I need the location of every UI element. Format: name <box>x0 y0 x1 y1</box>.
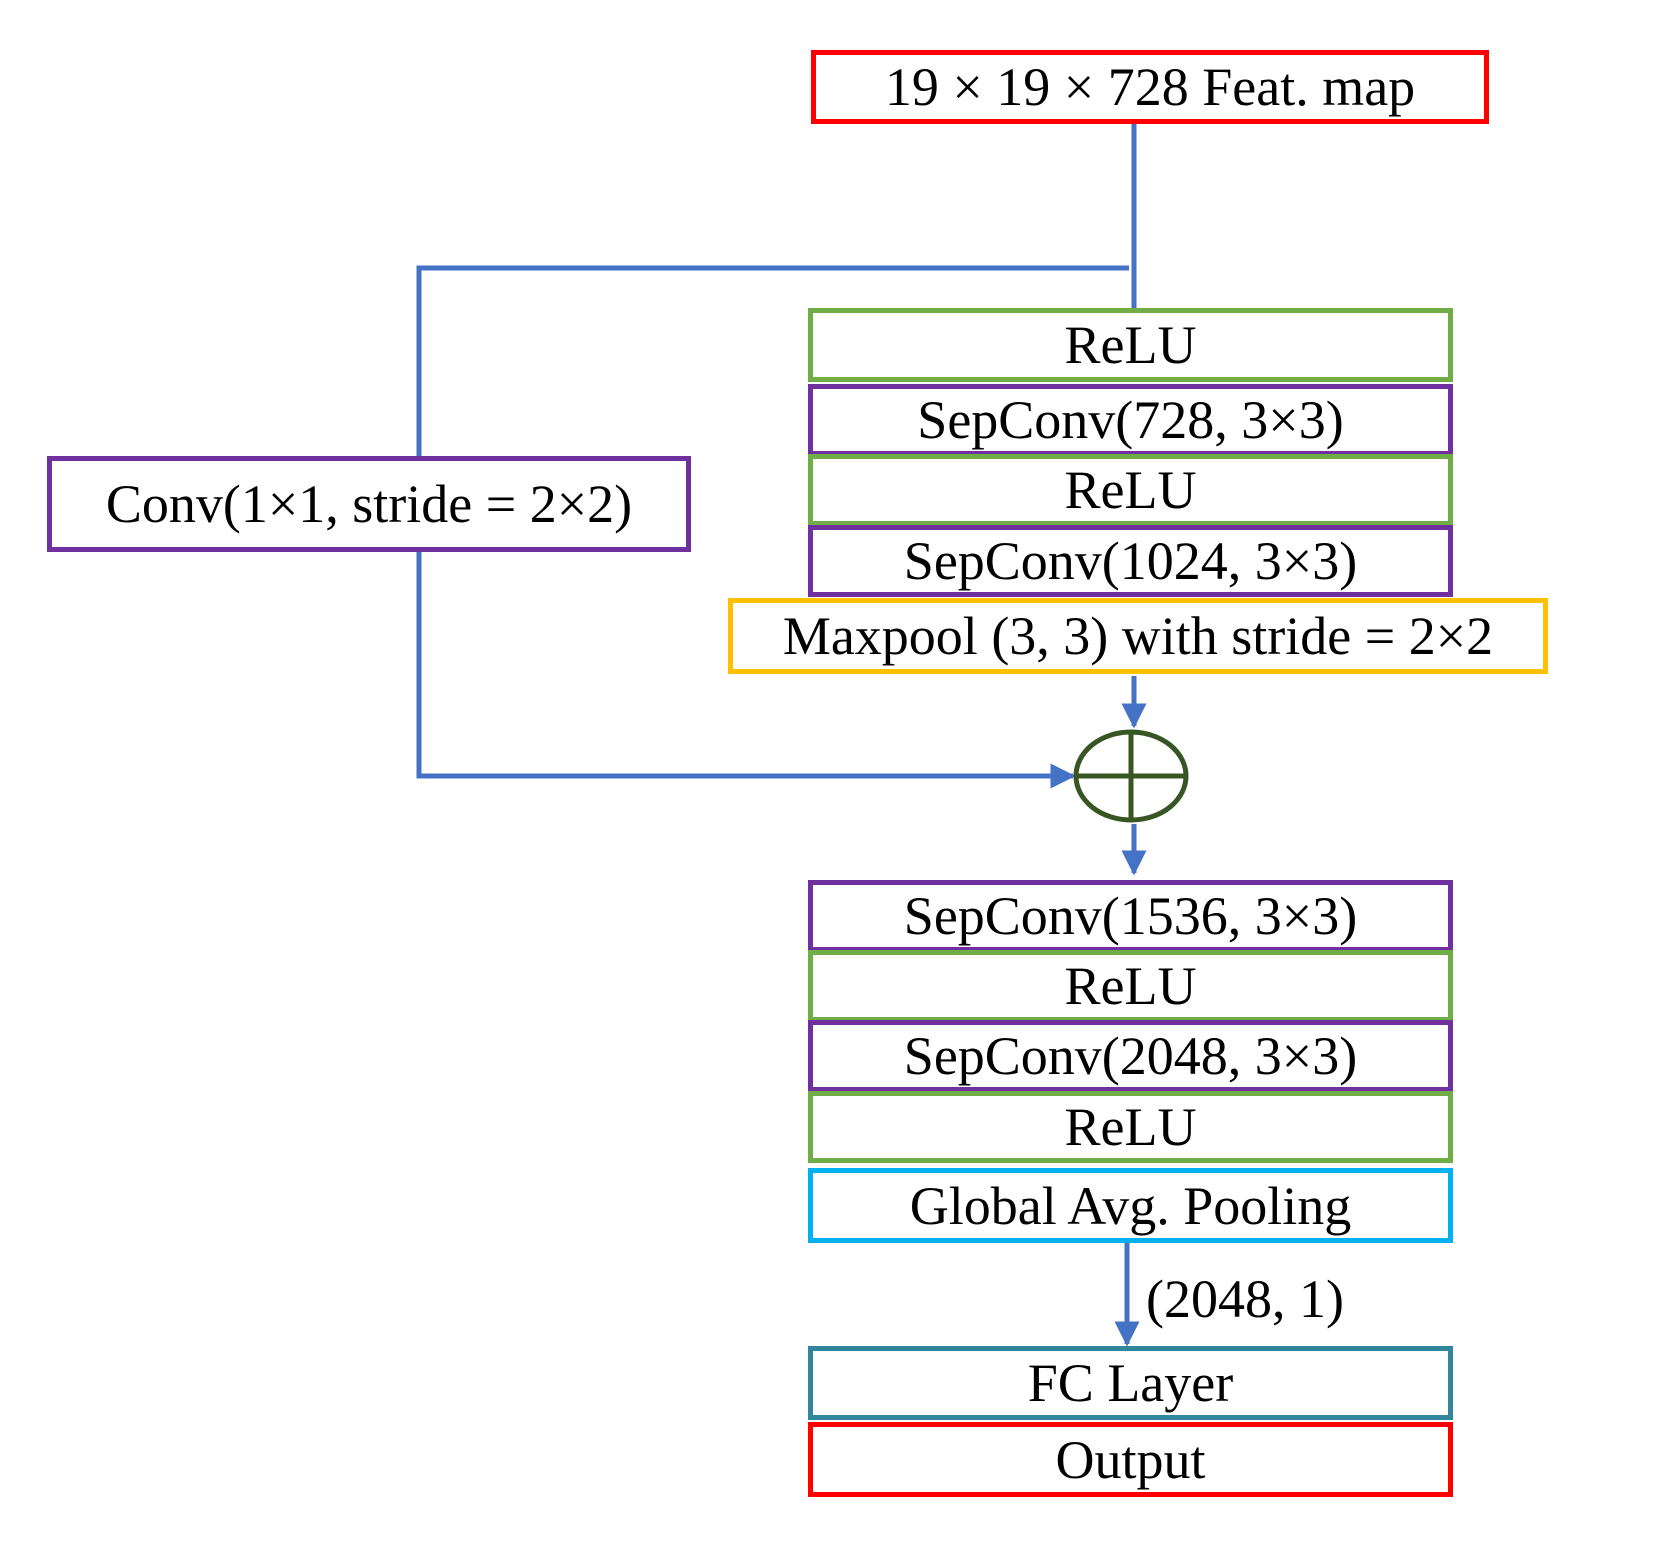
vector-shape-label: (2048, 1) <box>1146 1269 1344 1329</box>
relu-label-3: ReLU <box>1064 956 1197 1016</box>
sepconv-block-728: SepConv(728, 3×3) <box>808 384 1453 456</box>
relu-block-2: ReLU <box>808 454 1453 526</box>
sepconv-label-1536: SepConv(1536, 3×3) <box>903 886 1358 946</box>
maxpool-block: Maxpool (3, 3) with stride = 2×2 <box>728 598 1548 674</box>
sepconv-block-1536: SepConv(1536, 3×3) <box>808 880 1453 952</box>
skip-bottom-arrow <box>416 552 1076 789</box>
relu-label-2: ReLU <box>1064 460 1197 520</box>
fc-layer-label: FC Layer <box>1027 1353 1234 1413</box>
input-feature-map-label: 19 × 19 × 728 Feat. map <box>884 57 1416 117</box>
relu-block-4: ReLU <box>808 1091 1453 1163</box>
skip-conv-label: Conv(1×1, stride = 2×2) <box>105 474 633 534</box>
output-label: Output <box>1055 1429 1206 1490</box>
relu-label-1: ReLU <box>1064 315 1197 375</box>
fc-layer-block: FC Layer <box>808 1346 1453 1420</box>
circled-plus-icon <box>1073 729 1189 823</box>
output-block: Output <box>808 1422 1453 1497</box>
input-feature-map-block: 19 × 19 × 728 Feat. map <box>811 50 1489 124</box>
sepconv-label-728: SepConv(728, 3×3) <box>917 390 1344 450</box>
relu-label-4: ReLU <box>1064 1097 1197 1157</box>
global-avg-pooling-label: Global Avg. Pooling <box>909 1175 1352 1236</box>
sepconv-label-2048: SepConv(2048, 3×3) <box>903 1026 1358 1086</box>
relu-block-3: ReLU <box>808 950 1453 1022</box>
skip-conv-block: Conv(1×1, stride = 2×2) <box>47 456 691 552</box>
global-avg-pooling-block: Global Avg. Pooling <box>808 1168 1453 1243</box>
skip-top-line <box>416 265 1129 456</box>
maxpool-label: Maxpool (3, 3) with stride = 2×2 <box>782 606 1494 666</box>
sepconv-block-1024: SepConv(1024, 3×3) <box>808 525 1453 597</box>
sepconv-block-2048: SepConv(2048, 3×3) <box>808 1020 1453 1092</box>
relu-block-1: ReLU <box>808 308 1453 382</box>
sepconv-label-1024: SepConv(1024, 3×3) <box>903 531 1358 591</box>
